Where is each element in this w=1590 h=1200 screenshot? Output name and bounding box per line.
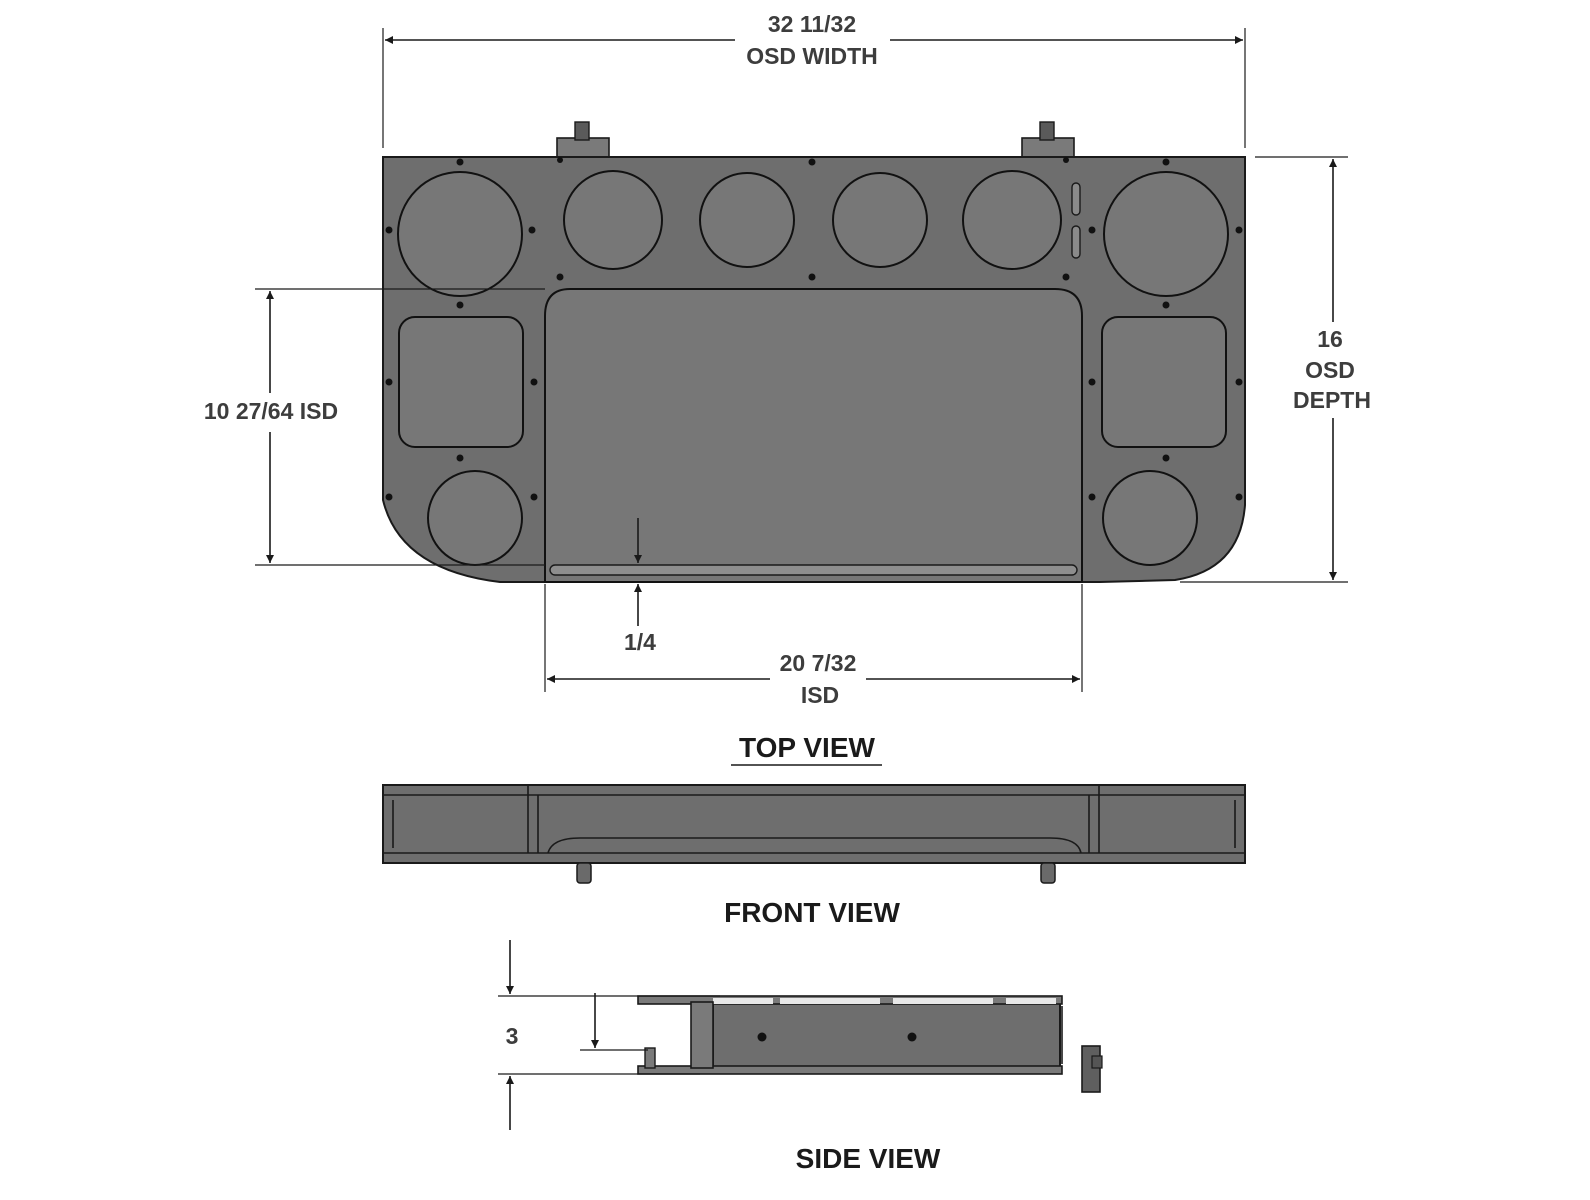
front-stud bbox=[576, 862, 592, 884]
side-post bbox=[644, 1047, 656, 1069]
screw-hole bbox=[1162, 158, 1170, 166]
cutout-circle bbox=[962, 170, 1062, 270]
screw-hole bbox=[1235, 226, 1243, 234]
screw-hole bbox=[385, 378, 393, 386]
front-body bbox=[382, 784, 1246, 864]
front-lip-curve bbox=[547, 837, 1082, 854]
side-highlight bbox=[893, 998, 993, 1004]
side-bottom-flange bbox=[637, 1065, 1063, 1075]
osd-depth-label: OSD bbox=[1305, 357, 1355, 383]
screw-hole bbox=[1162, 301, 1170, 309]
lip-value: 1/4 bbox=[624, 629, 656, 655]
top-view-title: TOP VIEW bbox=[739, 732, 875, 763]
side-body bbox=[712, 997, 1061, 1069]
front-view: FRONT VIEW bbox=[382, 784, 1246, 928]
screw-hole bbox=[385, 226, 393, 234]
cutout-circle bbox=[563, 170, 663, 270]
screw-hole bbox=[1088, 226, 1096, 234]
osd-depth-label: DEPTH bbox=[1293, 387, 1371, 413]
front-stud bbox=[1040, 862, 1056, 884]
side-highlight bbox=[1006, 998, 1056, 1004]
screw-hole bbox=[456, 301, 464, 309]
screw-hole bbox=[907, 1032, 917, 1042]
cutout-circle bbox=[1102, 470, 1198, 566]
cutout-circle bbox=[832, 172, 928, 268]
side-end-bracket bbox=[1091, 1055, 1103, 1069]
cutout-square bbox=[1101, 316, 1227, 448]
cutout-slot bbox=[1071, 225, 1081, 259]
screw-hole bbox=[556, 273, 564, 281]
isd-width-value: 20 7/32 bbox=[780, 650, 857, 676]
top-view: 32 11/32 OSD WIDTH bbox=[204, 11, 1371, 766]
screw-hole bbox=[1235, 378, 1243, 386]
cutout-circle bbox=[427, 470, 523, 566]
main-well bbox=[544, 288, 1083, 583]
screw-hole bbox=[808, 158, 816, 166]
front-lip bbox=[549, 564, 1078, 576]
isd-width-label: ISD bbox=[801, 682, 839, 708]
mounting-stud bbox=[574, 121, 590, 141]
side-end-bracket bbox=[1081, 1045, 1101, 1093]
front-view-title: FRONT VIEW bbox=[724, 897, 900, 928]
side-web bbox=[690, 1001, 714, 1069]
screw-hole bbox=[456, 158, 464, 166]
screw-hole bbox=[456, 454, 464, 462]
cutout-circle bbox=[1103, 171, 1229, 297]
side-view-title: SIDE VIEW bbox=[796, 1143, 941, 1174]
screw-hole bbox=[530, 378, 538, 386]
screw-hole bbox=[1062, 273, 1070, 281]
cutout-slot bbox=[1071, 182, 1081, 216]
cutout-square bbox=[398, 316, 524, 448]
side-view: 3 SIDE VIEW bbox=[498, 940, 1103, 1174]
mounting-stud bbox=[1039, 121, 1055, 141]
isd-depth-value: 10 27/64 ISD bbox=[204, 398, 338, 424]
screw-hole bbox=[1063, 157, 1069, 163]
screw-holes bbox=[385, 157, 1243, 501]
height-value: 3 bbox=[506, 1023, 519, 1049]
screw-hole bbox=[385, 493, 393, 501]
screw-hole bbox=[1088, 378, 1096, 386]
cutout-circle bbox=[397, 171, 523, 297]
mounting-tab bbox=[1021, 137, 1075, 159]
cutout-circle bbox=[699, 172, 795, 268]
screw-hole bbox=[1088, 493, 1096, 501]
side-highlight bbox=[780, 998, 880, 1004]
screw-hole bbox=[808, 273, 816, 281]
side-highlight bbox=[713, 998, 773, 1004]
osd-width-label: OSD WIDTH bbox=[746, 43, 878, 69]
osd-width-value: 32 11/32 bbox=[768, 11, 856, 37]
screw-hole bbox=[1235, 493, 1243, 501]
screw-hole bbox=[1162, 454, 1170, 462]
screw-hole bbox=[530, 493, 538, 501]
screw-hole bbox=[557, 157, 563, 163]
screw-hole bbox=[757, 1032, 767, 1042]
osd-depth-value: 16 bbox=[1317, 326, 1343, 352]
screw-hole bbox=[528, 226, 536, 234]
mounting-tab bbox=[556, 137, 610, 159]
